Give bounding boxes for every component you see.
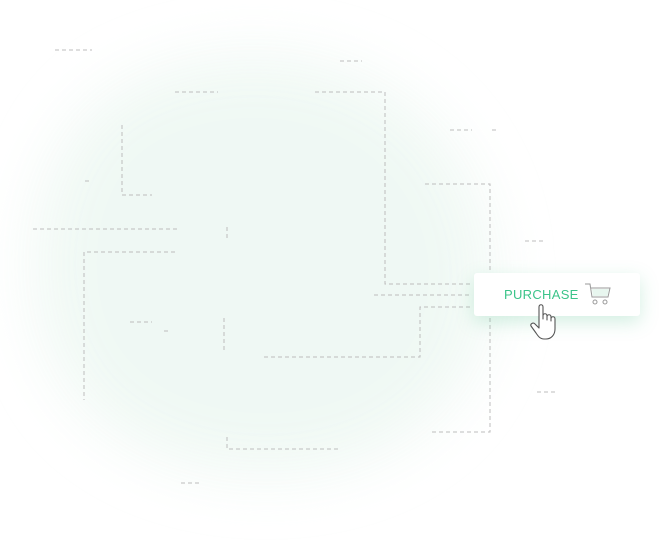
cart-icon — [585, 283, 611, 305]
purchase-button-label: PURCHASE — [504, 287, 579, 302]
dashed-lines — [33, 49, 557, 484]
background-blob — [34, 56, 492, 475]
hand-pointer-icon — [530, 304, 556, 340]
purchase-button[interactable]: PURCHASE — [474, 273, 640, 316]
